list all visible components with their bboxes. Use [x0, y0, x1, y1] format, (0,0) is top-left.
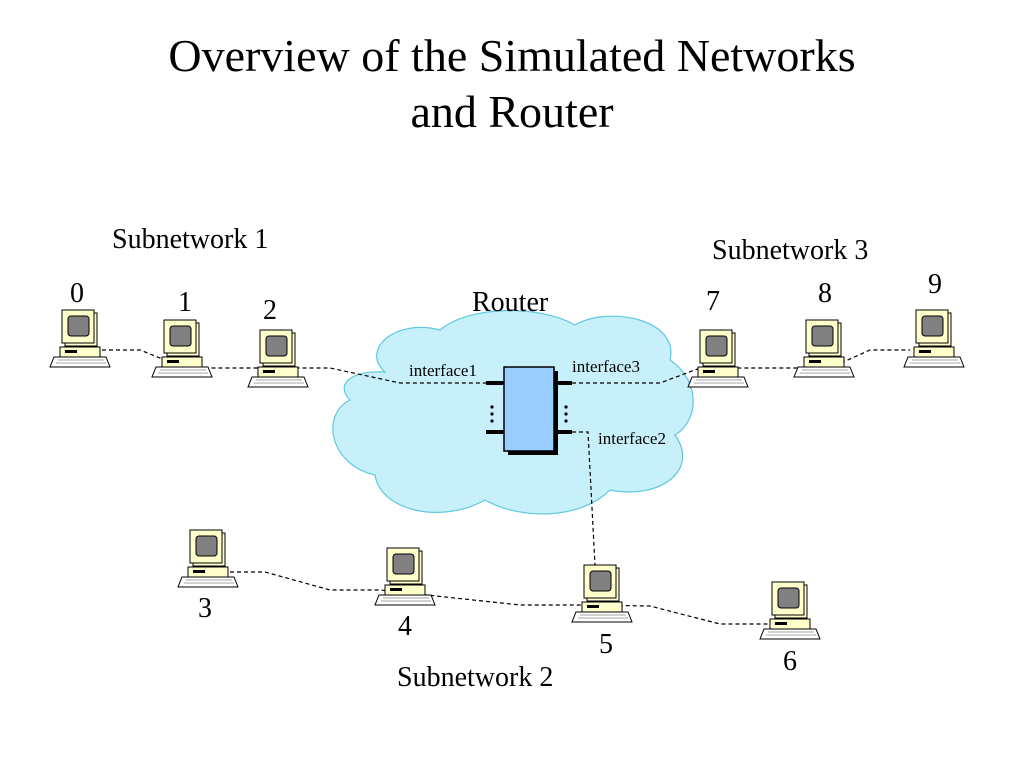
host-label-9: 9 — [928, 269, 942, 300]
computer-icon-7 — [687, 329, 749, 388]
link-router-subnet2 — [572, 431, 596, 566]
computer-icon-1 — [151, 319, 213, 378]
title-line-2: and Router — [410, 86, 614, 137]
computer-icon-2 — [247, 329, 309, 388]
host-label-7: 7 — [706, 286, 720, 317]
computer-icon-6 — [759, 581, 821, 640]
host-label-5: 5 — [599, 629, 613, 660]
interface2-label: interface2 — [598, 429, 666, 448]
subnetwork-2-label: Subnetwork 2 — [397, 662, 553, 693]
link-subnet2 — [230, 571, 770, 625]
host-label-4: 4 — [398, 611, 412, 642]
host-label-2: 2 — [263, 295, 277, 326]
page-title: Overview of the Simulated Networks and R… — [0, 28, 1024, 140]
host-label-3: 3 — [198, 593, 212, 624]
link-subnet1 — [102, 349, 504, 384]
computer-icon-3 — [177, 529, 239, 588]
computer-icon-5 — [571, 564, 633, 623]
computer-icon-9 — [903, 309, 965, 368]
host-label-6: 6 — [783, 646, 797, 677]
computer-icon-0 — [49, 309, 111, 368]
interface3-label: interface3 — [572, 357, 640, 376]
subnetwork-1-label: Subnetwork 1 — [112, 224, 268, 255]
host-label-1: 1 — [178, 287, 192, 318]
router-label: Router — [472, 287, 549, 318]
interface1-label: interface1 — [409, 361, 477, 380]
title-line-1: Overview of the Simulated Networks — [168, 30, 856, 81]
link-subnet3 — [572, 349, 910, 384]
host-label-0: 0 — [70, 278, 84, 309]
host-label-8: 8 — [818, 278, 832, 309]
computer-icon-8 — [793, 319, 855, 378]
router-icon — [486, 366, 572, 455]
computer-icon-4 — [374, 547, 436, 606]
subnetwork-3-label: Subnetwork 3 — [712, 235, 868, 266]
network-links — [102, 349, 910, 625]
